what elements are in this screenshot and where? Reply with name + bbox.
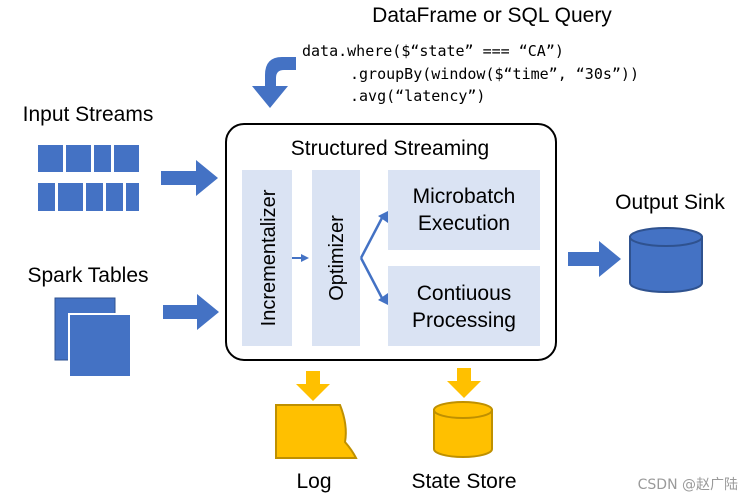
watermark-text: CSDN @赵广陆 <box>638 477 738 493</box>
microbatch-label-line-1: Microbatch <box>413 185 516 208</box>
continuous-arrow-head <box>378 293 390 306</box>
log-label: Log <box>296 470 331 493</box>
incrementalizer-label: Incrementalizer <box>258 189 280 326</box>
incrementalizer-box <box>242 170 292 346</box>
query-title: DataFrame or SQL Query <box>372 4 612 27</box>
microbatch-arrow-head <box>378 210 390 223</box>
query-curved-arrow <box>252 57 296 108</box>
state-store-cylinder-icon <box>433 401 493 458</box>
query-line-3: .avg(“latency”) <box>350 87 485 105</box>
output-arrow <box>568 241 621 277</box>
spark-tables-arrow <box>163 294 219 330</box>
query-line-1: data.where($“state” === “CA”) <box>302 42 564 60</box>
spark-tables-icon <box>54 297 132 378</box>
input-streams-label: Input Streams <box>23 103 154 126</box>
incrementalizer-optimizer-arrow-head <box>301 254 309 262</box>
microbatch-execution-box <box>388 170 540 250</box>
structured-streaming-title: Structured Streaming <box>291 137 489 160</box>
continuous-label-line-2: Processing <box>412 309 516 332</box>
microbatch-label-line-2: Execution <box>418 212 510 235</box>
optimizer-label: Optimizer <box>326 215 348 301</box>
log-arrow <box>296 371 330 401</box>
optimizer-box <box>312 170 360 346</box>
optimizer-branch-arrows <box>359 215 385 301</box>
input-streams-arrow <box>161 160 218 196</box>
output-sink-cylinder-icon <box>629 227 703 293</box>
state-store-arrow <box>447 368 481 398</box>
query-line-2: .groupBy(window($“time”, “30s”)) <box>350 65 639 83</box>
spark-tables-label: Spark Tables <box>27 264 148 287</box>
continuous-processing-box <box>388 266 540 346</box>
state-store-label: State Store <box>411 470 516 493</box>
output-sink-label: Output Sink <box>615 191 725 214</box>
continuous-label-line-1: Contiuous <box>417 282 512 305</box>
log-icon <box>275 404 358 459</box>
input-streams-icon <box>38 145 139 211</box>
